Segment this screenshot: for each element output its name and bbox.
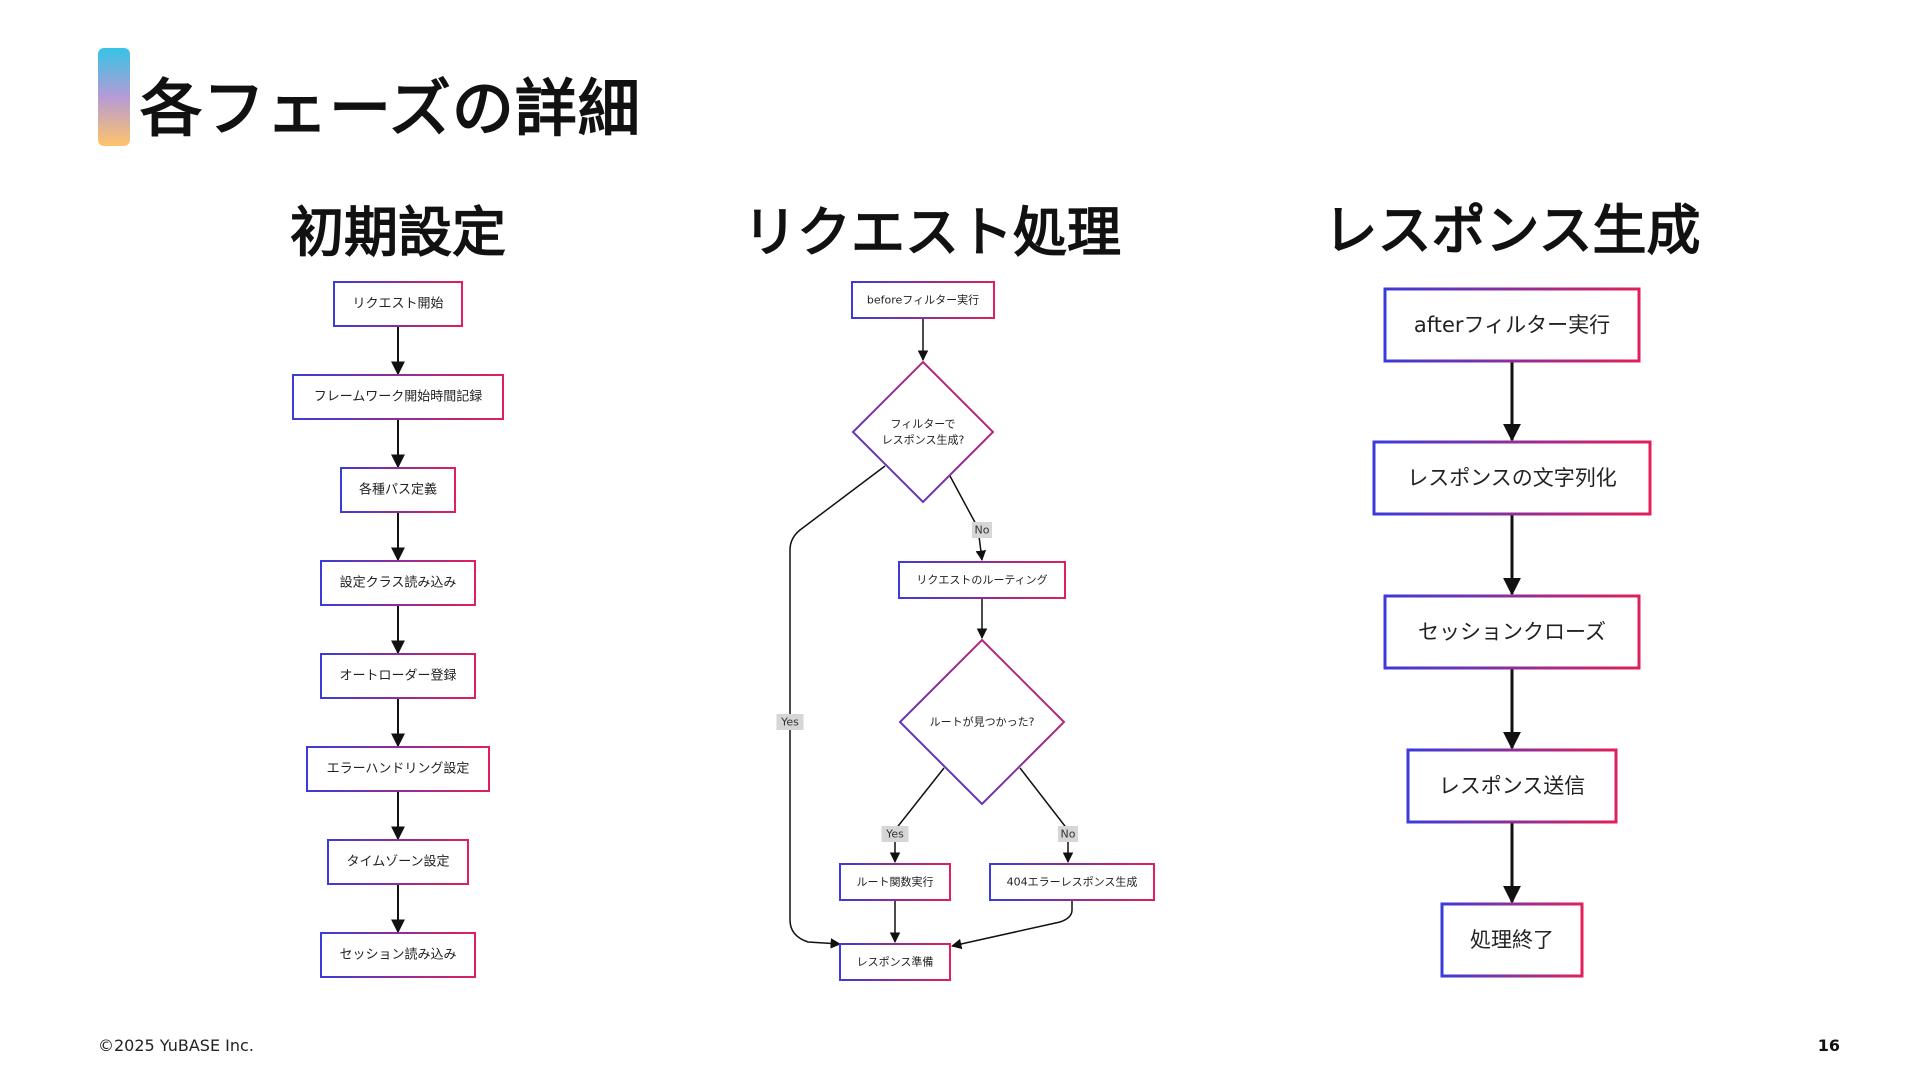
- column-title-response: レスポンス生成: [1323, 199, 1701, 262]
- filter-decision-label: レスポンス生成?: [882, 433, 965, 447]
- before-filter-node: beforeフィルター実行: [851, 281, 995, 319]
- arrow-route-no: [1019, 767, 1074, 864]
- column-title-init: 初期設定: [290, 201, 506, 264]
- arrow-filter-no: [949, 475, 987, 562]
- edge-label-no-route: No: [1058, 826, 1078, 842]
- edge-label-yes-route: Yes: [881, 826, 909, 842]
- svg-text:Yes: Yes: [885, 828, 904, 841]
- init-step-6: エラーハンドリング設定: [306, 746, 490, 792]
- response-step-2-label: レスポンスの文字列化: [1407, 466, 1617, 490]
- route-exec-node-label: ルート関数実行: [857, 875, 934, 889]
- edge-label-yes-filter: Yes: [776, 714, 804, 730]
- response-step-3: セッションクローズ: [1383, 594, 1641, 670]
- init-step-6-label: エラーハンドリング設定: [327, 761, 470, 777]
- init-step-2: フレームワーク開始時間記録: [292, 374, 504, 420]
- response-step-5-label: 処理終了: [1470, 928, 1554, 952]
- response-prepare-node: レスポンス準備: [839, 943, 951, 981]
- init-step-1: リクエスト開始: [333, 281, 463, 327]
- init-step-1-label: リクエスト開始: [352, 297, 443, 312]
- response-step-1: afterフィルター実行: [1383, 287, 1641, 363]
- error-404-node-label: 404エラーレスポンス生成: [1007, 875, 1138, 889]
- svg-text:Yes: Yes: [780, 716, 799, 729]
- response-step-4-label: レスポンス送信: [1439, 774, 1586, 798]
- response-step-2: レスポンスの文字列化: [1372, 440, 1652, 516]
- response-step-1-label: afterフィルター実行: [1414, 313, 1610, 337]
- before-filter-node-label: beforeフィルター実行: [867, 293, 979, 307]
- init-step-3: 各種パス定義: [340, 467, 456, 513]
- column-title-request: リクエスト処理: [743, 201, 1121, 264]
- init-step-7: タイムゾーン設定: [327, 839, 469, 885]
- arrow-route-yes: [889, 767, 945, 864]
- edge-label-no-filter: No: [972, 522, 992, 538]
- init-step-7-label: タイムゾーン設定: [346, 854, 449, 870]
- filter-decision-label: フィルターで: [890, 418, 955, 431]
- error-404-node: 404エラーレスポンス生成: [989, 863, 1155, 901]
- init-step-5: オートローダー登録: [320, 653, 476, 699]
- init-step-8-label: セッション読み込み: [339, 947, 456, 963]
- route-decision-label: ルートが見つかった?: [930, 715, 1035, 729]
- init-step-4: 設定クラス読み込み: [320, 560, 476, 606]
- init-step-4-label: 設定クラス読み込み: [340, 575, 457, 591]
- svg-text:No: No: [1061, 828, 1076, 841]
- title-accent-bar: [98, 48, 130, 146]
- init-step-3-label: 各種パス定義: [359, 482, 437, 498]
- response-step-3-label: セッションクローズ: [1418, 620, 1606, 644]
- page-number: 16: [1817, 1036, 1840, 1055]
- arrow-404-to-prepare: [950, 900, 1073, 950]
- arrow-filter-yes: [789, 465, 886, 949]
- routing-node: リクエストのルーティング: [898, 561, 1066, 599]
- response-prepare-node-label: レスポンス準備: [857, 955, 934, 969]
- response-step-5: 処理終了: [1440, 902, 1584, 978]
- init-step-8: セッション読み込み: [320, 932, 476, 978]
- copyright: ©2025 YuBASE Inc.: [98, 1036, 254, 1055]
- init-step-2-label: フレームワーク開始時間記録: [314, 389, 483, 405]
- page-title: 各フェーズの詳細: [140, 72, 641, 145]
- init-step-5-label: オートローダー登録: [339, 669, 456, 684]
- svg-text:No: No: [975, 524, 990, 537]
- response-step-4: レスポンス送信: [1406, 748, 1618, 824]
- routing-node-label: リクエストのルーティング: [916, 573, 1047, 587]
- route-exec-node: ルート関数実行: [839, 863, 951, 901]
- route-decision: ルートが見つかった?: [898, 638, 1066, 806]
